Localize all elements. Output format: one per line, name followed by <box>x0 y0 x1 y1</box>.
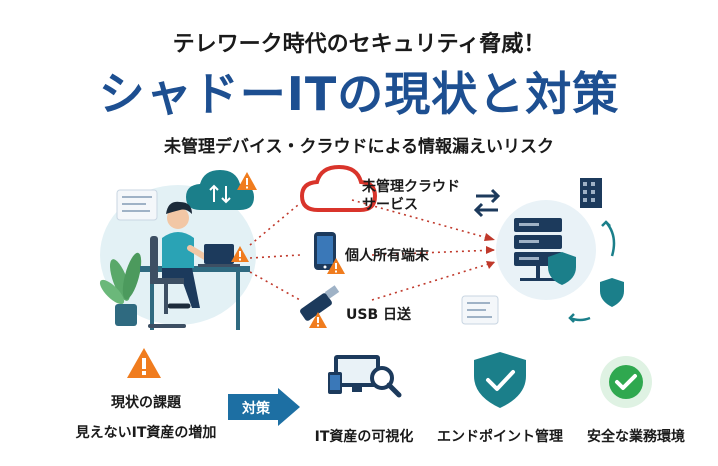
cloud-icon <box>299 164 378 212</box>
warning-icon <box>237 172 257 190</box>
plant-icon <box>99 252 142 326</box>
page-title: シャドーITの現状と対策 <box>98 67 620 121</box>
server-background <box>496 200 596 300</box>
measure-label-endpoint: エンドポイント管理 <box>437 429 563 445</box>
arrow-icon <box>568 220 616 323</box>
check-circle-icon <box>609 365 643 399</box>
measures-arrow <box>228 388 300 426</box>
issue-title: 現状の課題 <box>111 395 181 411</box>
issue-detail: 見えないIT資産の増加 <box>75 425 217 441</box>
subtitle: テレワーク時代のセキュリティ脅威！ <box>172 32 546 57</box>
document-icon <box>116 189 158 221</box>
connector-arrowheads <box>484 233 495 269</box>
laptop-icon <box>198 244 240 267</box>
warning-icon <box>327 258 345 274</box>
warning-icon <box>127 348 161 378</box>
person-icon <box>162 201 213 309</box>
usb-drive-icon <box>300 285 340 321</box>
risk-label-usb: USB 日送 <box>346 307 411 323</box>
shield-check-icon <box>474 352 526 408</box>
measure-label-visualize: IT資産の可視化 <box>314 429 414 445</box>
sync-arrows-icon <box>473 188 501 218</box>
warning-icon <box>309 312 327 328</box>
desk <box>140 266 250 330</box>
chair <box>148 236 186 328</box>
smartphone-icon <box>314 232 336 270</box>
risk-label-device: 個人所有端末 <box>345 248 429 264</box>
measures-label: 対策 <box>242 401 270 417</box>
connector-lines <box>249 199 496 301</box>
risk-label-cloud: 未管理クラウド サービス <box>362 179 460 213</box>
measure-label-secure: 安全な業務環境 <box>587 429 685 445</box>
cloud-sync-icon <box>186 170 254 210</box>
tagline: 未管理デバイス・クラウドによる情報漏えいリスク <box>164 137 554 157</box>
monitor-search-icon <box>328 355 402 398</box>
shield-icon <box>600 278 624 307</box>
warning-icon <box>231 246 249 262</box>
dashboard-icon <box>461 295 499 325</box>
building-icon <box>580 178 602 208</box>
shield-icon <box>548 252 576 285</box>
